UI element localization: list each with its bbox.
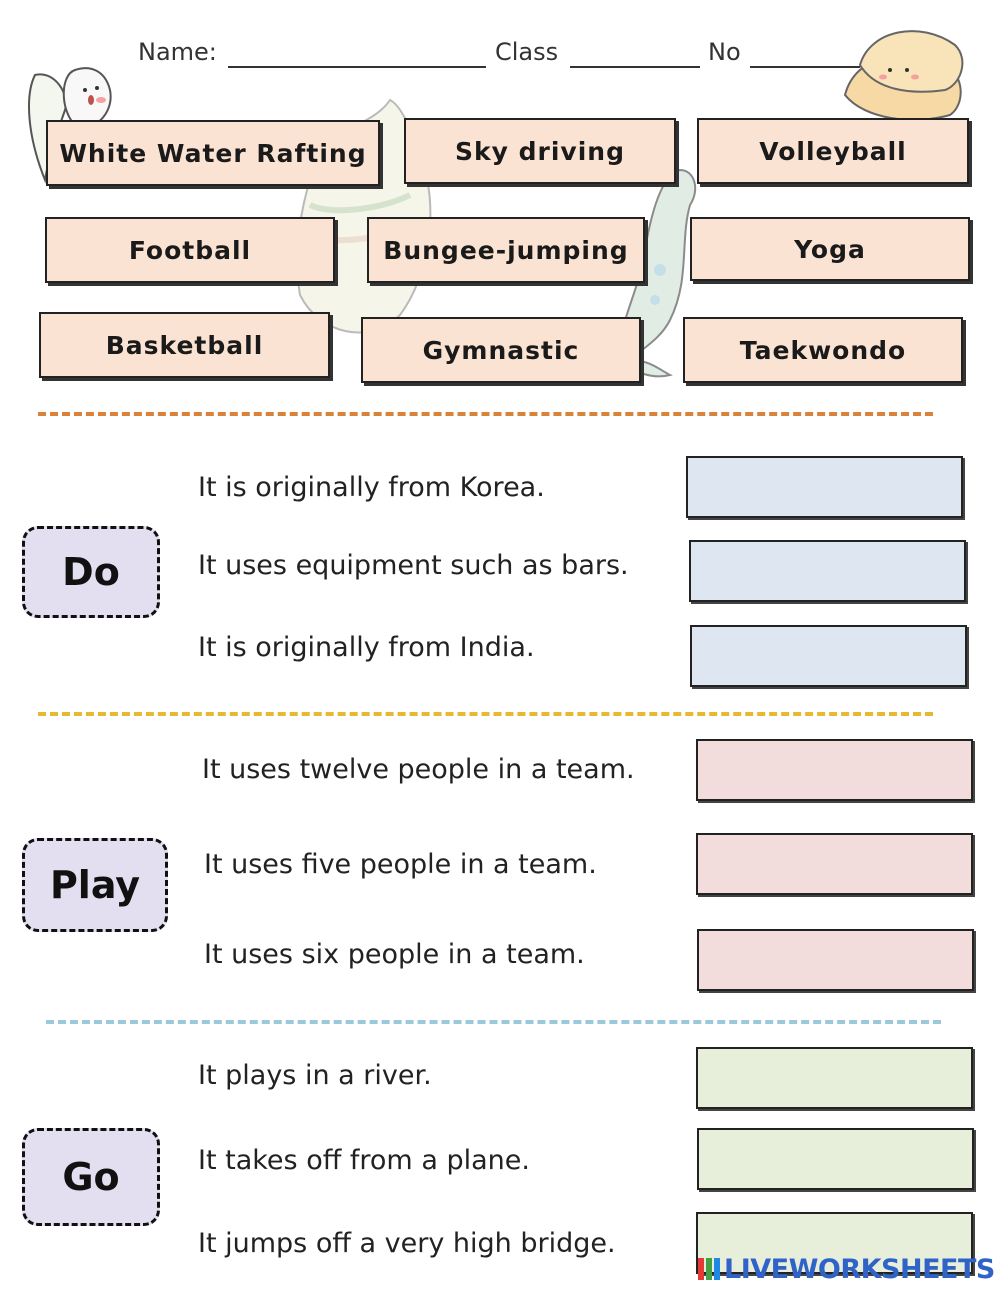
section-divider — [38, 712, 933, 716]
class-label: Class — [495, 38, 559, 66]
verb-label-play: Play — [22, 838, 168, 932]
name-field[interactable] — [228, 40, 486, 68]
liveworksheets-logo-icon — [698, 1258, 720, 1280]
word-card-yoga[interactable]: Yoga — [690, 217, 970, 281]
clue-text: It uses five people in a team. — [204, 849, 597, 880]
class-field[interactable] — [570, 40, 700, 68]
no-label: No — [708, 38, 741, 66]
word-card-football[interactable]: Football — [45, 217, 335, 283]
clue-text: It uses six people in a team. — [204, 939, 585, 970]
clue-text: It takes off from a plane. — [198, 1145, 530, 1176]
answer-drop-zone[interactable] — [697, 1128, 974, 1190]
word-card-volleyball[interactable]: Volleyball — [697, 118, 969, 184]
section-divider — [38, 412, 933, 416]
clue-text: It plays in a river. — [198, 1060, 432, 1091]
no-field[interactable] — [750, 40, 860, 68]
liveworksheets-logo-text: LIVEWORKSHEETS — [724, 1254, 995, 1285]
name-label: Name: — [138, 38, 217, 66]
verb-label-go: Go — [22, 1128, 160, 1226]
answer-drop-zone[interactable] — [696, 739, 973, 801]
answer-drop-zone[interactable] — [697, 929, 974, 991]
word-card-basketball[interactable]: Basketball — [39, 312, 330, 378]
word-card-sky-driving[interactable]: Sky driving — [404, 118, 676, 184]
answer-drop-zone[interactable] — [689, 540, 966, 602]
answer-drop-zone[interactable] — [696, 1212, 973, 1274]
verb-label-do: Do — [22, 526, 160, 618]
word-card-gymnastic[interactable]: Gymnastic — [361, 317, 641, 383]
answer-drop-zone[interactable] — [690, 625, 967, 687]
clue-text: It is originally from Korea. — [198, 472, 545, 503]
word-card-bungee-jumping[interactable]: Bungee-jumping — [367, 217, 645, 283]
word-card-taekwondo[interactable]: Taekwondo — [683, 317, 963, 383]
answer-drop-zone[interactable] — [696, 1047, 973, 1109]
section-divider — [46, 1020, 941, 1024]
answer-drop-zone[interactable] — [696, 833, 973, 895]
dumpling-doodle — [843, 30, 964, 121]
clue-text: It uses equipment such as bars. — [198, 550, 629, 581]
word-card-white-water-rafting[interactable]: White Water Rafting — [46, 120, 380, 186]
clue-text: It uses twelve people in a team. — [202, 754, 635, 785]
clue-text: It is originally from India. — [198, 632, 535, 663]
answer-drop-zone[interactable] — [686, 456, 963, 518]
clue-text: It jumps off a very high bridge. — [198, 1228, 616, 1259]
